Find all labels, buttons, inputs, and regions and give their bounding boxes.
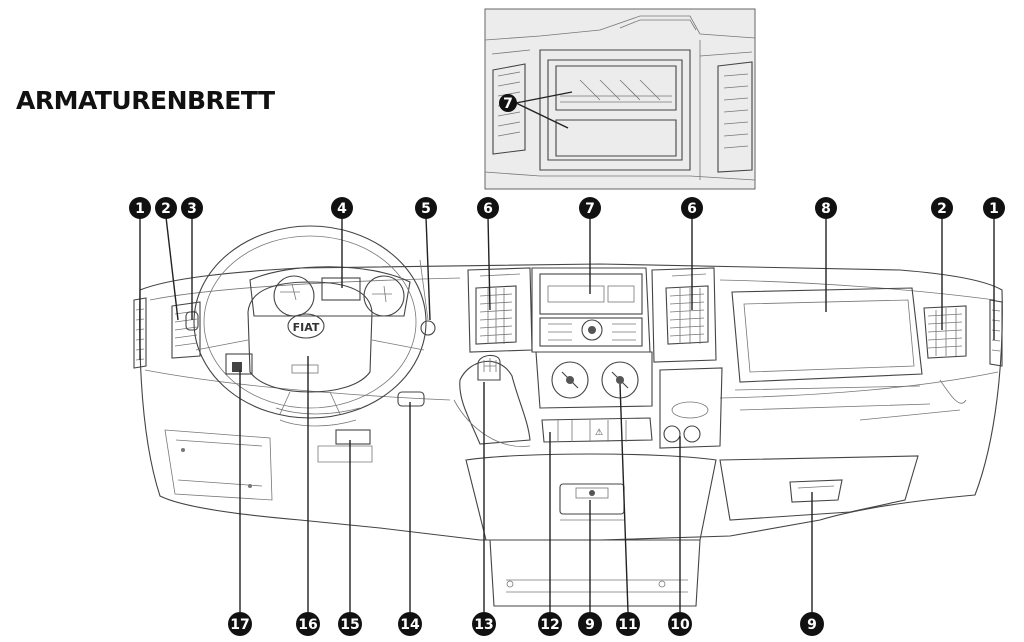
- callout-17: 17: [228, 612, 252, 636]
- svg-text:1: 1: [135, 201, 145, 217]
- pedal: [317, 429, 373, 463]
- lower-cover: [275, 407, 361, 427]
- callout-10: 10: [668, 612, 692, 636]
- callout-2-right: 2: [931, 197, 953, 219]
- stalk-left: [225, 353, 253, 375]
- gear-lever: [453, 354, 531, 447]
- callout-1-left: 1: [129, 197, 151, 219]
- svg-text:11: 11: [618, 617, 637, 633]
- svg-text:3: 3: [187, 201, 197, 217]
- callout-6-left: 6: [477, 197, 499, 219]
- callout-2-left: 2: [155, 197, 177, 219]
- vent-right-outer: [923, 305, 967, 359]
- passenger-airbag-panel: [731, 287, 923, 383]
- instrument-cluster: [249, 266, 411, 317]
- svg-text:10: 10: [670, 617, 690, 633]
- svg-text:6: 6: [483, 201, 493, 217]
- callout-7: 7: [579, 197, 601, 219]
- svg-text:8: 8: [821, 201, 831, 217]
- svg-text:4: 4: [337, 201, 347, 217]
- svg-text:16: 16: [298, 617, 317, 633]
- inset-storage-detail: 7: [484, 8, 756, 190]
- svg-text:6: 6: [687, 201, 697, 217]
- callout-16: 16: [296, 612, 320, 636]
- callout-6-right: 6: [681, 197, 703, 219]
- dashboard-body: [139, 263, 1003, 541]
- svg-text:2: 2: [937, 201, 947, 217]
- callout-11: 11: [616, 612, 640, 636]
- svg-text:2: 2: [161, 201, 171, 217]
- center-vent-left: [467, 267, 533, 353]
- callout-9-center: 9: [578, 612, 602, 636]
- callout-13: 13: [472, 612, 496, 636]
- radio-unit: [531, 267, 651, 353]
- callout-8: 8: [815, 197, 837, 219]
- callout-4: 4: [331, 197, 353, 219]
- leader-lines: [139, 216, 995, 613]
- svg-text:1: 1: [989, 201, 999, 217]
- svg-text:9: 9: [585, 617, 595, 633]
- callout-14: 14: [398, 612, 422, 636]
- callout-15: 15: [338, 612, 362, 636]
- climate-controls: [535, 351, 653, 409]
- inset-callout-7: 7: [499, 94, 517, 112]
- callout-9-right: 9: [800, 612, 824, 636]
- svg-text:17: 17: [230, 617, 249, 633]
- callout-1-right: 1: [983, 197, 1005, 219]
- callout-3: 3: [181, 197, 203, 219]
- svg-text:7: 7: [503, 96, 513, 112]
- hazard-icon: ⚠: [595, 427, 603, 437]
- svg-text:14: 14: [400, 617, 420, 633]
- steering-wheel: FIAT: [193, 225, 427, 419]
- ignition-key: [419, 259, 436, 336]
- svg-text:9: 9: [807, 617, 817, 633]
- callout-5: 5: [415, 197, 437, 219]
- svg-text:13: 13: [474, 617, 493, 633]
- usb-sockets: [659, 367, 723, 449]
- switch-panel: ⚠: [541, 417, 653, 443]
- callout-12: 12: [538, 612, 562, 636]
- svg-text:15: 15: [340, 617, 359, 633]
- page-title: ARMATURENBRETT: [16, 86, 275, 115]
- stalk-right: [397, 391, 425, 407]
- svg-text:5: 5: [421, 201, 431, 217]
- side-vent-right: [989, 299, 1003, 367]
- center-vent-right: [651, 267, 717, 363]
- center-storage: [465, 453, 717, 607]
- svg-text:7: 7: [585, 201, 595, 217]
- fiat-badge: FIAT: [293, 321, 320, 334]
- svg-text:12: 12: [540, 617, 559, 633]
